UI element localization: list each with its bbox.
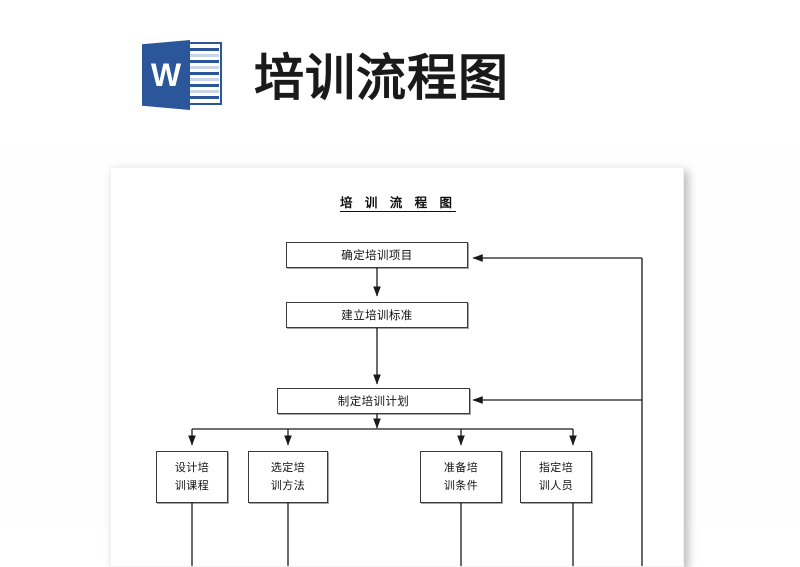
flow-node-prepare-training-conditions[interactable]: 准备培 训条件 bbox=[420, 451, 502, 503]
flow-node-label-line2: 训课程 bbox=[174, 479, 210, 492]
word-document-icon: W bbox=[142, 40, 222, 110]
page-title: 培训流程图 bbox=[254, 49, 509, 107]
flow-node-label-line1: 选定培 bbox=[270, 461, 306, 474]
flow-node-label: 制定培训计划 bbox=[337, 394, 410, 408]
flow-node-label: 确定培训项目 bbox=[341, 248, 413, 262]
flow-node-label-line1: 指定培 bbox=[538, 461, 574, 474]
flow-node-label-line1: 设计培 bbox=[174, 461, 210, 474]
flowchart-connectors bbox=[111, 168, 683, 566]
word-blue-panel: W bbox=[142, 40, 190, 110]
document-page: 培 训 流 程 图 bbox=[110, 167, 684, 567]
flow-node-label-line1: 准备培 bbox=[443, 461, 479, 474]
flow-node-label-line2: 训人员 bbox=[538, 479, 574, 492]
flow-node-select-training-method[interactable]: 选定培 训方法 bbox=[248, 451, 328, 503]
flow-node-label-line2: 训方法 bbox=[270, 479, 306, 492]
flow-node-design-training-course[interactable]: 设计培 训课程 bbox=[156, 451, 228, 503]
flow-node-establish-training-standard[interactable]: 建立培训标准 bbox=[286, 302, 468, 328]
flow-node-label: 建立培训标准 bbox=[341, 308, 413, 322]
flow-node-formulate-training-plan[interactable]: 制定培训计划 bbox=[277, 388, 470, 414]
flow-node-label-line2: 训条件 bbox=[443, 479, 479, 492]
flowchart-title-text: 培 训 流 程 图 bbox=[340, 195, 456, 212]
page-header: W 培训流程图 bbox=[0, 0, 800, 150]
flow-node-confirm-training-project[interactable]: 确定培训项目 bbox=[286, 242, 468, 268]
flow-node-assign-training-personnel[interactable]: 指定培 训人员 bbox=[520, 451, 592, 503]
word-letter-w: W bbox=[150, 57, 182, 93]
flowchart-title: 培 训 流 程 图 bbox=[111, 192, 683, 212]
